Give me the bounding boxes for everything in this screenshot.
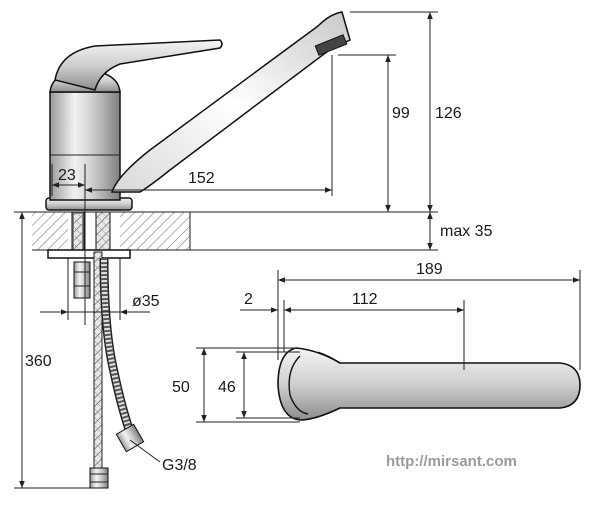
flexible-hoses [89, 251, 145, 489]
label-body-offset: 23 [58, 167, 76, 184]
dimension-labels: 99 126 152 23 max 35 ø35 360 189 112 2 5… [25, 105, 517, 474]
countertop-section [14, 211, 438, 251]
label-hole-diameter: ø35 [132, 293, 160, 310]
label-max-thickness: max 35 [440, 223, 493, 240]
label-handle-gap: 2 [244, 291, 253, 308]
handle-dimension-lines [196, 270, 581, 423]
label-spout-height: 99 [392, 105, 410, 122]
lever-handle [54, 39, 223, 91]
label-handle-reach: 112 [352, 291, 378, 308]
label-handle-width-inner: 46 [218, 379, 236, 396]
label-handle-width-outer: 50 [172, 379, 190, 396]
label-thread: G3/8 [162, 457, 197, 474]
label-reach: 152 [188, 170, 215, 187]
label-handle-length: 189 [416, 261, 443, 278]
spout [110, 11, 351, 193]
label-hose-length: 360 [25, 353, 52, 370]
label-total-height: 126 [435, 105, 462, 122]
mounting-stud [47, 211, 131, 299]
dimension-lines [14, 11, 438, 489]
handle-top-view [277, 347, 581, 421]
watermark-url: http://mirsant.com [386, 453, 517, 470]
